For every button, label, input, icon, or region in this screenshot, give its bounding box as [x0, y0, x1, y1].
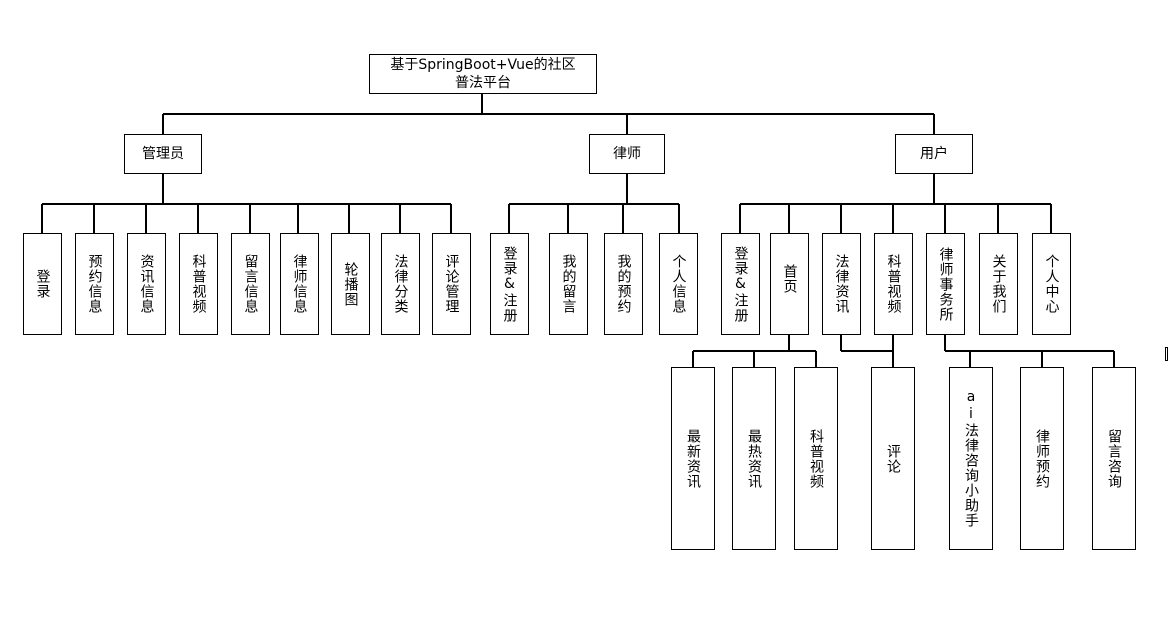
user-node-profile: 个人中心 [1032, 233, 1071, 335]
role-user: 用户 [895, 134, 973, 174]
admin-node-comments: 评论管理 [432, 233, 471, 335]
user-node-law-firm: 律师事务所 [926, 233, 965, 335]
admin-node-categories: 法律分类 [381, 233, 420, 335]
lawyer-node-messages: 我的留言 [549, 233, 588, 335]
root-node: 基于SpringBoot+Vue的社区 普法平台 [369, 54, 597, 94]
admin-node-videos: 科普视频 [179, 233, 218, 335]
admin-node-login: 登录 [23, 233, 62, 335]
firm-node-message-consult: 留言咨询 [1092, 367, 1136, 550]
user-node-about: 关于我们 [979, 233, 1018, 335]
home-node-hot-news: 最热资讯 [732, 367, 776, 550]
video-node-comments: 评论 [871, 367, 915, 550]
user-node-home: 首页 [770, 233, 809, 335]
firm-node-lawyer-appointment: 律师预约 [1020, 367, 1064, 550]
lawyer-node-login: 登录&注册 [490, 233, 529, 335]
admin-node-lawyers: 律师信息 [280, 233, 319, 335]
admin-node-carousel: 轮播图 [331, 233, 370, 335]
role-lawyer: 律师 [589, 134, 665, 174]
user-node-legal-news: 法律资讯 [822, 233, 861, 335]
lawyer-node-appointments: 我的预约 [604, 233, 643, 335]
home-node-videos: 科普视频 [794, 367, 838, 550]
home-node-latest-news: 最新资讯 [671, 367, 715, 550]
user-node-videos: 科普视频 [874, 233, 913, 335]
user-node-login: 登录&注册 [721, 233, 760, 335]
firm-node-ai-assistant: ai法律咨询小助手 [949, 367, 993, 550]
admin-node-news: 资讯信息 [127, 233, 166, 335]
role-admin: 管理员 [124, 134, 202, 174]
admin-node-appointments: 预约信息 [75, 233, 114, 335]
lawyer-node-profile: 个人信息 [659, 233, 698, 335]
root-label: 基于SpringBoot+Vue的社区 普法平台 [390, 57, 576, 91]
admin-node-messages: 留言信息 [231, 233, 270, 335]
edge-marker [1165, 347, 1168, 361]
